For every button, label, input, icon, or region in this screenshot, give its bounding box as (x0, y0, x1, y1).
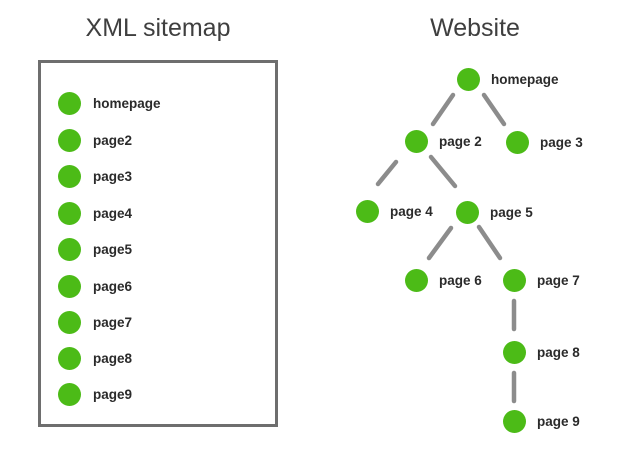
list-item-label: page6 (93, 278, 133, 294)
page-node-icon (503, 269, 526, 292)
list-item-page2: page2 (58, 128, 132, 152)
list-item-page4: page4 (58, 201, 132, 225)
tree-node-page2: page 2 (405, 130, 482, 153)
tree-node-label: page 6 (439, 273, 482, 288)
tree-node-page6: page 6 (405, 269, 482, 292)
website-title: Website (430, 14, 520, 42)
list-item-label: page4 (93, 205, 133, 221)
list-item-label: page7 (93, 314, 133, 330)
list-item-label: page5 (93, 241, 133, 257)
tree-node-page4: page 4 (356, 200, 433, 223)
page-node-icon (58, 346, 81, 370)
page-node-icon (456, 201, 479, 224)
page-node-icon (58, 382, 81, 406)
page-node-icon (506, 131, 529, 154)
tree-node-label: page 2 (439, 134, 482, 149)
edge-page2-page4 (375, 159, 399, 187)
page-node-icon (58, 274, 81, 298)
edge-page5-page6 (426, 225, 454, 261)
tree-node-label: page 3 (540, 135, 583, 150)
list-item-page7: page7 (58, 310, 132, 334)
page-node-icon (58, 164, 81, 188)
tree-node-page8: page 8 (503, 341, 580, 364)
list-item-page9: page9 (58, 382, 132, 406)
tree-node-page7: page 7 (503, 269, 580, 292)
page-node-icon (58, 201, 81, 225)
list-item-label: page2 (93, 132, 133, 148)
tree-node-homepage: homepage (457, 68, 559, 91)
list-item-label: page9 (93, 386, 133, 402)
tree-node-label: page 4 (390, 204, 433, 219)
list-item-label: homepage (93, 95, 161, 111)
page-node-icon (58, 310, 81, 334)
edge-homepage-page3 (481, 92, 507, 127)
edge-homepage-page2 (430, 92, 456, 127)
list-item-page5: page5 (58, 237, 132, 261)
page-node-icon (457, 68, 480, 91)
page-node-icon (405, 269, 428, 292)
xml-sitemap-title: XML sitemap (85, 14, 231, 42)
page-node-icon (503, 341, 526, 364)
list-item-page6: page6 (58, 274, 132, 298)
tree-node-label: page 5 (490, 205, 533, 220)
page-node-icon (503, 410, 526, 433)
tree-node-page9: page 9 (503, 410, 580, 433)
page-node-icon (405, 130, 428, 153)
page-node-icon (58, 237, 81, 261)
page-node-icon (58, 128, 81, 152)
page-node-icon (356, 200, 379, 223)
list-item-homepage: homepage (58, 91, 161, 115)
tree-node-page3: page 3 (506, 131, 583, 154)
list-item-label: page8 (93, 350, 133, 366)
page-node-icon (58, 91, 81, 115)
tree-node-label: page 7 (537, 273, 580, 288)
edge-page5-page7 (476, 224, 503, 261)
list-item-page3: page3 (58, 164, 132, 188)
list-item-label: page3 (93, 168, 133, 184)
edge-page2-page5 (428, 154, 458, 189)
tree-node-label: page 8 (537, 345, 580, 360)
list-item-page8: page8 (58, 346, 132, 370)
tree-node-label: homepage (491, 72, 559, 87)
tree-node-page5: page 5 (456, 201, 533, 224)
tree-node-label: page 9 (537, 414, 580, 429)
